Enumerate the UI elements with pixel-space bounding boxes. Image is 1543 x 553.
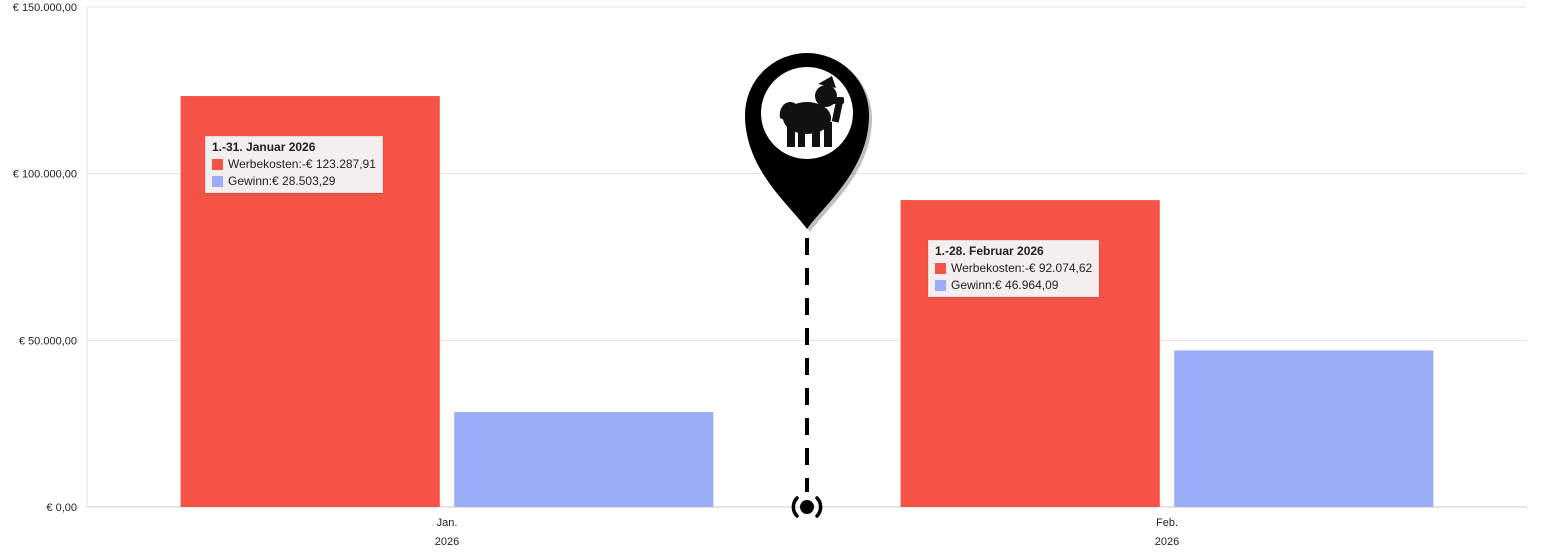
map-pin-icon [745, 53, 872, 232]
y-axis-tick-labels: € 0,00 € 50.000,00 € 100.000,00 € 150.000,0… [13, 2, 77, 514]
tooltip-title: 1.-31. Januar 2026 [212, 140, 316, 154]
tooltip-series-name: Gewinn [951, 278, 995, 292]
tooltip-february: 1.-28. Februar 2026 Werbekosten -€ 92.07… [928, 240, 1100, 297]
tooltip-series-value: -€ 92.074,62 [1024, 261, 1093, 275]
tooltip-series-name: Werbekosten [228, 157, 302, 171]
x-axis-tick-labels: Jan. 2026 Feb. 2026 [435, 517, 1179, 548]
x-tick-label-month: Feb. [1156, 517, 1178, 529]
gewinn-swatch [212, 175, 223, 187]
tooltip-row-werbekosten: Werbekosten -€ 123.287,91 [212, 157, 376, 171]
tooltip-series-value: € 28.503,29 [272, 174, 336, 188]
x-tick-label-month: Jan. [437, 517, 458, 529]
event-marker[interactable] [745, 53, 872, 518]
tooltip-series-name: Werbekosten [951, 261, 1025, 275]
werbekosten-swatch [212, 158, 223, 170]
werbekosten-swatch [935, 262, 946, 274]
y-tick-label: € 100.000,00 [13, 169, 77, 181]
tooltip-row-gewinn: Gewinn € 28.503,29 [212, 174, 376, 188]
x-tick-label-year: 2026 [1155, 536, 1179, 548]
y-tick-label: € 0,00 [46, 502, 77, 514]
tooltip-row-gewinn: Gewinn € 46.964,09 [935, 278, 1092, 292]
bars[interactable] [180, 96, 1434, 508]
tooltip-series-value: € 46.964,09 [995, 278, 1059, 292]
gewinn-swatch [935, 279, 946, 291]
tooltip-january: 1.-31. Januar 2026 Werbekosten -€ 123.28… [205, 136, 383, 193]
tooltip-series-value: -€ 123.287,91 [301, 157, 376, 171]
tooltip-title: 1.-28. Februar 2026 [935, 244, 1044, 258]
marker-base-icon [791, 496, 823, 518]
tooltip-row-werbekosten: Werbekosten -€ 92.074,62 [935, 261, 1092, 275]
bar-gewinn-0[interactable] [454, 411, 714, 507]
gorilla-icon [779, 76, 844, 147]
tooltip-series-name: Gewinn [228, 174, 272, 188]
bar-gewinn-1[interactable] [1174, 350, 1434, 507]
y-tick-label: € 150.000,00 [13, 2, 77, 14]
x-tick-label-year: 2026 [435, 536, 459, 548]
y-tick-label: € 50.000,00 [19, 335, 77, 347]
